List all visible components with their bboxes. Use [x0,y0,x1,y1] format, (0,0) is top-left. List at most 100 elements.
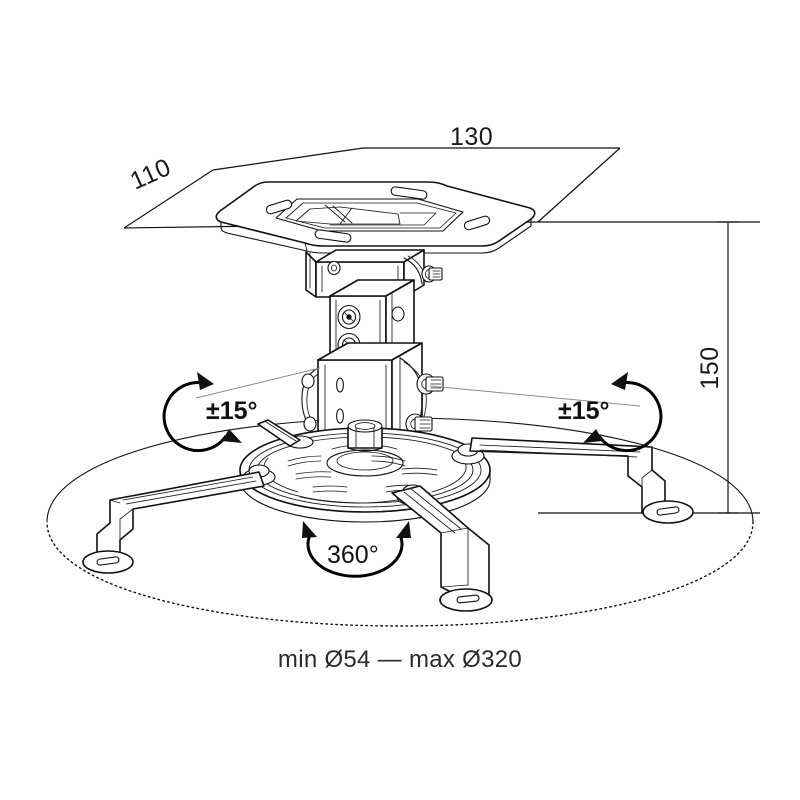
hub-center-nut [347,419,383,452]
leader-lines [195,367,641,407]
arm-right-groove-b [479,449,638,458]
ceiling-plate-rib-c [339,207,353,225]
tilt-right-arrowhead-top [611,372,628,390]
hub-slot-3 [312,485,348,488]
rotation-arrowhead-right [396,521,411,538]
tilt-right-arc-symbol [583,372,663,453]
arm-front-groove-a [403,491,456,534]
hub-slot-1 [287,455,322,462]
tilt-left-arc [162,381,228,453]
arm-front-foot-slot [456,594,480,604]
middle-column-hole [391,306,405,322]
hub-disc-center-boss-inner [336,451,394,471]
hub-slot-4 [371,455,406,462]
upper-left-nut-ring [330,264,338,272]
ceiling-plate-boss [295,206,401,225]
arm-left [82,471,265,574]
tilt-screw-upper [337,304,361,330]
ceiling-plate [215,181,536,254]
dimension-label-width: 130 [450,123,493,151]
upper-yoke-strap [403,257,423,285]
ceiling-plate-face [215,181,536,247]
upper-left-nut [327,260,341,276]
hub-center-nut-facets [355,427,375,448]
arm-front-bottom-edge [440,584,469,588]
ceiling-plate-slot-4 [314,229,352,243]
hub-slot-5 [401,467,438,471]
hub-slot-2b [295,476,332,480]
arm-right-foot [642,500,694,524]
upper-pivot-bolt-knurl [432,270,441,278]
tilt-right-arc [597,381,663,453]
tilt-knob-upper-right-knurl [430,379,442,389]
ceiling-plate-slot-1 [265,199,293,215]
ceiling-plate-recess-inner [285,202,457,229]
arm-right-bend-inner [641,469,653,501]
dim-tick-130-left [212,147,364,171]
dim-line-130-right-leg [537,147,621,223]
hub-disc [239,419,491,523]
lower-knuckle-left-pin-top [301,373,315,389]
arm-back-body [257,419,301,447]
dimension-label-height: 150 [696,346,724,389]
ceiling-plate-slot-group [265,186,491,243]
hub-slot-4b [371,460,406,467]
rotation-label: 360° [327,541,379,569]
rotation-arrowhead-left [302,521,317,538]
arm-front [391,485,493,612]
ceiling-plate-edge-tick [304,242,308,252]
arm-right-foot-slot [656,506,680,516]
lower-knuckle-slot-2 [336,408,344,424]
tilt-knob-upper-right [416,373,444,395]
dim-line-110 [123,169,214,229]
leader-line-tilt-right [429,385,641,407]
tilt-knob-lower-right-knurl [419,419,431,429]
ceiling-plate-slot-3 [463,215,491,231]
arm-back-groove [265,421,297,442]
hub-center-nut-top [347,419,383,433]
ceiling-plate-thickness [220,218,532,254]
arm-left-groove-a [122,476,254,501]
ceiling-plate-slot-2 [390,186,428,200]
hub-slot-2 [295,471,332,475]
lower-knuckle-left-pin-bottom [303,416,317,432]
arm-left-top-edge [109,499,121,504]
tilt-left-arrowhead-bottom [222,429,242,443]
swing-circle-lower-arc [46,521,754,627]
hub-disc-rim [239,469,491,523]
upper-pivot-bolt [421,265,443,283]
arm-front-foot [439,588,493,612]
tilt-right-arrowhead-bottom [583,429,603,443]
ceiling-plate-inner-step [329,212,437,226]
dimension-label-depth: 110 [126,153,175,195]
ceiling-plate-rib-b [332,205,353,224]
diameter-caption: min Ø54 — max Ø320 [278,646,522,673]
tilt-right-label: ±15° [558,397,610,425]
tilt-left-label: ±15° [206,397,258,425]
arm-front-groove-b [409,487,462,530]
arm-left-foot-slot [96,556,120,566]
hub-slot-3b [312,490,348,493]
tilt-screw-upper-mid [341,309,357,325]
arm-left-bend-inner [119,508,134,541]
tilt-screw-upper-slot [343,311,355,323]
hub-slot-5b [401,472,438,476]
hub-center-nut-bore [354,422,376,430]
tilt-left-arc-symbol [162,372,242,453]
hub-slot-1b [287,460,322,467]
arm-left-foot [82,550,134,574]
tilt-left-arrowhead-top [197,372,214,390]
hub-center-nut-base [347,447,383,452]
arm-front-body [391,485,490,604]
leader-line-tilt-left [195,367,321,399]
arm-back [257,419,301,447]
arm-right [469,437,694,524]
arm-front-bend-edge [440,527,469,534]
upper-yoke-left-leg [305,251,317,298]
rotation-arc-symbol [302,521,411,578]
arm-right-groove-a [479,444,641,453]
ceiling-plate-rib-a [324,204,346,223]
lower-knuckle-slot-1 [336,377,344,393]
